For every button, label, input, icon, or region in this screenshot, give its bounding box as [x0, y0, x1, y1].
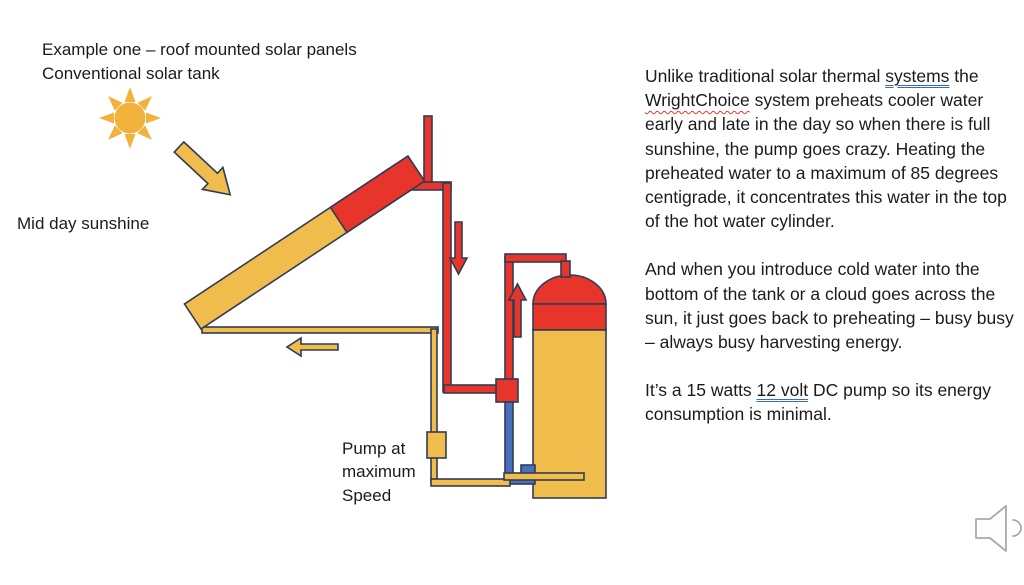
solar-panel	[183, 154, 426, 331]
pump-label-line-3: Speed	[342, 485, 392, 505]
arrow-up-icon	[507, 282, 528, 338]
text-segment: system preheats cooler water early and l…	[645, 90, 1007, 232]
slide-title: Example one – roof mounted solar panels …	[42, 38, 357, 86]
pump-label-line-1: Pump at	[342, 439, 406, 458]
text-segment: It’s a 15 watts	[645, 380, 757, 401]
pipe-return-down	[430, 328, 438, 484]
text-segment: And when you introduce cold water into t…	[645, 259, 1014, 353]
hot-pipes	[410, 115, 571, 403]
tank-hot-band	[532, 303, 607, 331]
text-segment: Unlike traditional solar thermal	[645, 66, 886, 86]
pipe-over-tank	[504, 253, 567, 263]
label-midday-sunshine: Mid day sunshine	[17, 214, 150, 233]
audio-speaker-icon[interactable]	[975, 505, 1022, 552]
pipe-down-from-panel	[442, 182, 452, 393]
pipe-return-bottom	[430, 478, 511, 487]
arrow-left-icon	[285, 336, 339, 358]
pipe-into-dome	[560, 260, 571, 278]
arrow-down-icon	[448, 221, 469, 276]
arrow-down-right-icon	[173, 140, 232, 196]
yellow-pump	[426, 431, 447, 459]
tank-dome	[532, 274, 607, 305]
cold-pipe-down	[504, 401, 514, 479]
tank-body	[532, 329, 607, 499]
return-pipes	[201, 326, 585, 487]
pipe-to-pump	[443, 384, 500, 394]
sun-icon	[99, 87, 161, 149]
cold-pipes	[504, 401, 536, 485]
pipe-vent-stub	[423, 115, 433, 187]
title-line-2: Conventional solar tank	[42, 64, 220, 83]
pipe-return-horizontal	[201, 326, 439, 334]
paragraph-2: And when you introduce cold water into t…	[645, 257, 1024, 354]
paragraph-1: Unlike traditional solar thermal systems…	[645, 64, 1024, 233]
grammar-underlined-text: systems	[885, 66, 950, 86]
label-pump-speed: Pump at maximum Speed	[342, 437, 416, 507]
red-pump-square	[495, 378, 519, 403]
pipe-into-tank-bottom	[503, 472, 585, 481]
hot-water-cylinder	[532, 274, 607, 499]
grammar-underlined-text: 12 volt	[756, 380, 809, 401]
title-line-1: Example one – roof mounted solar panels	[42, 40, 357, 59]
spellcheck-underlined-text: WrightChoice	[645, 90, 750, 111]
description-text: Unlike traditional solar thermal systems…	[645, 64, 1024, 451]
pump-label-line-2: maximum	[342, 462, 416, 482]
paragraph-3: It’s a 15 watts 12 volt DC pump so its e…	[645, 378, 1024, 426]
text-segment: the	[949, 66, 979, 86]
pipe-up-to-tank	[504, 256, 514, 381]
text-segment: DC pump so its energy consumption is min…	[645, 380, 991, 425]
solar-panel-hot-end	[329, 154, 426, 234]
